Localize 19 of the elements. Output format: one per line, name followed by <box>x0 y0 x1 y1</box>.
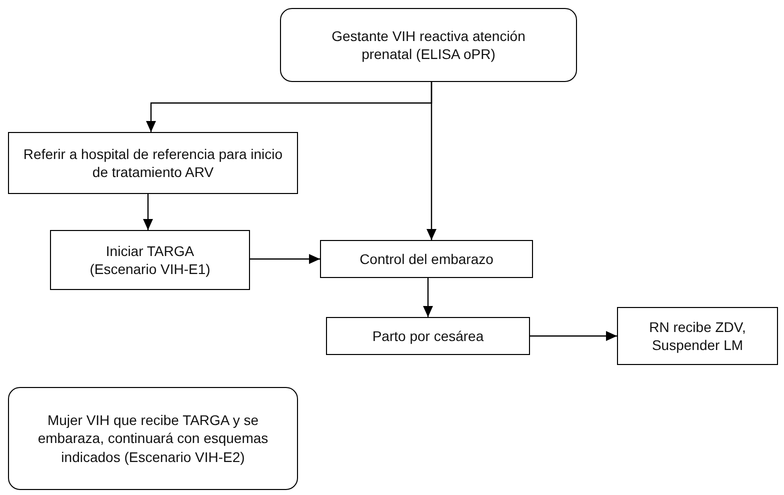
node-text: Referir a hospital de referencia para inicio de tratamiento ARV <box>23 144 283 182</box>
rounded-box <box>8 387 298 490</box>
arrow <box>530 331 617 341</box>
arrow <box>143 194 153 230</box>
node-text: Parto por cesárea <box>372 326 484 346</box>
process-box <box>8 132 298 194</box>
arrow <box>423 278 433 317</box>
rounded-box <box>280 8 577 82</box>
node-text: RN recibe ZDV, Suspender LM <box>648 318 747 354</box>
process-box <box>320 240 533 278</box>
node-text: Iniciar TARGA (Escenario VIH-E1) <box>88 242 212 278</box>
node-text: Gestante VIH reactiva atención prenatal (ELISA oPR) <box>330 26 526 64</box>
process-box <box>617 307 778 365</box>
node-text: Mujer VIH que recibe TARGA y se embaraza, continuará con esquemas indicados (Escenario VIH-E2) <box>37 411 269 466</box>
arrow <box>426 82 436 240</box>
arrow <box>250 254 320 264</box>
process-box <box>326 317 530 355</box>
process-box <box>50 230 250 290</box>
node-text: Control del embarazo <box>360 250 494 268</box>
